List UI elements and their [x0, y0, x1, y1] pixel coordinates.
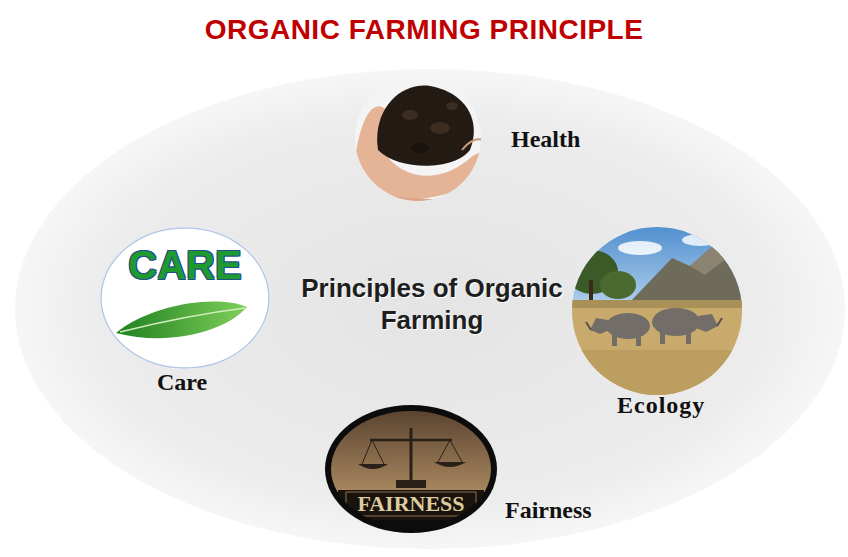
scales-photo: [330, 410, 492, 520]
soil-hands: [350, 70, 490, 212]
principle-label: Care: [157, 369, 207, 397]
principle-label: Health: [511, 126, 580, 154]
text-run: FAIRNESS: [357, 491, 464, 516]
text-run: Principles of Organic Farming: [301, 273, 563, 335]
health-circle: Health: [355, 75, 482, 202]
principle-label: Fairness: [505, 497, 592, 525]
care-circle: CARECare: [100, 227, 270, 369]
node-outline: [355, 75, 482, 202]
node-outline: [572, 227, 742, 395]
principles-ellipse: Principles of Organic FarmingHealthCAREC…: [15, 68, 845, 550]
principle-label: Ecology: [617, 392, 705, 420]
ecology-circle: Ecology: [572, 227, 742, 395]
leaf-icon: [116, 302, 247, 339]
savanna-photo: [566, 225, 750, 400]
diagram-title: ORGANIC FARMING PRINCIPLE: [0, 14, 848, 46]
text-run: CARE: [128, 243, 241, 287]
fairness-circle: FAIRNESSFairness: [325, 405, 497, 533]
care-badge-text: CARE: [100, 242, 270, 288]
fairness-sign-text: FAIRNESS: [346, 491, 476, 516]
center-heading: Principles of Organic Farming: [297, 272, 567, 336]
